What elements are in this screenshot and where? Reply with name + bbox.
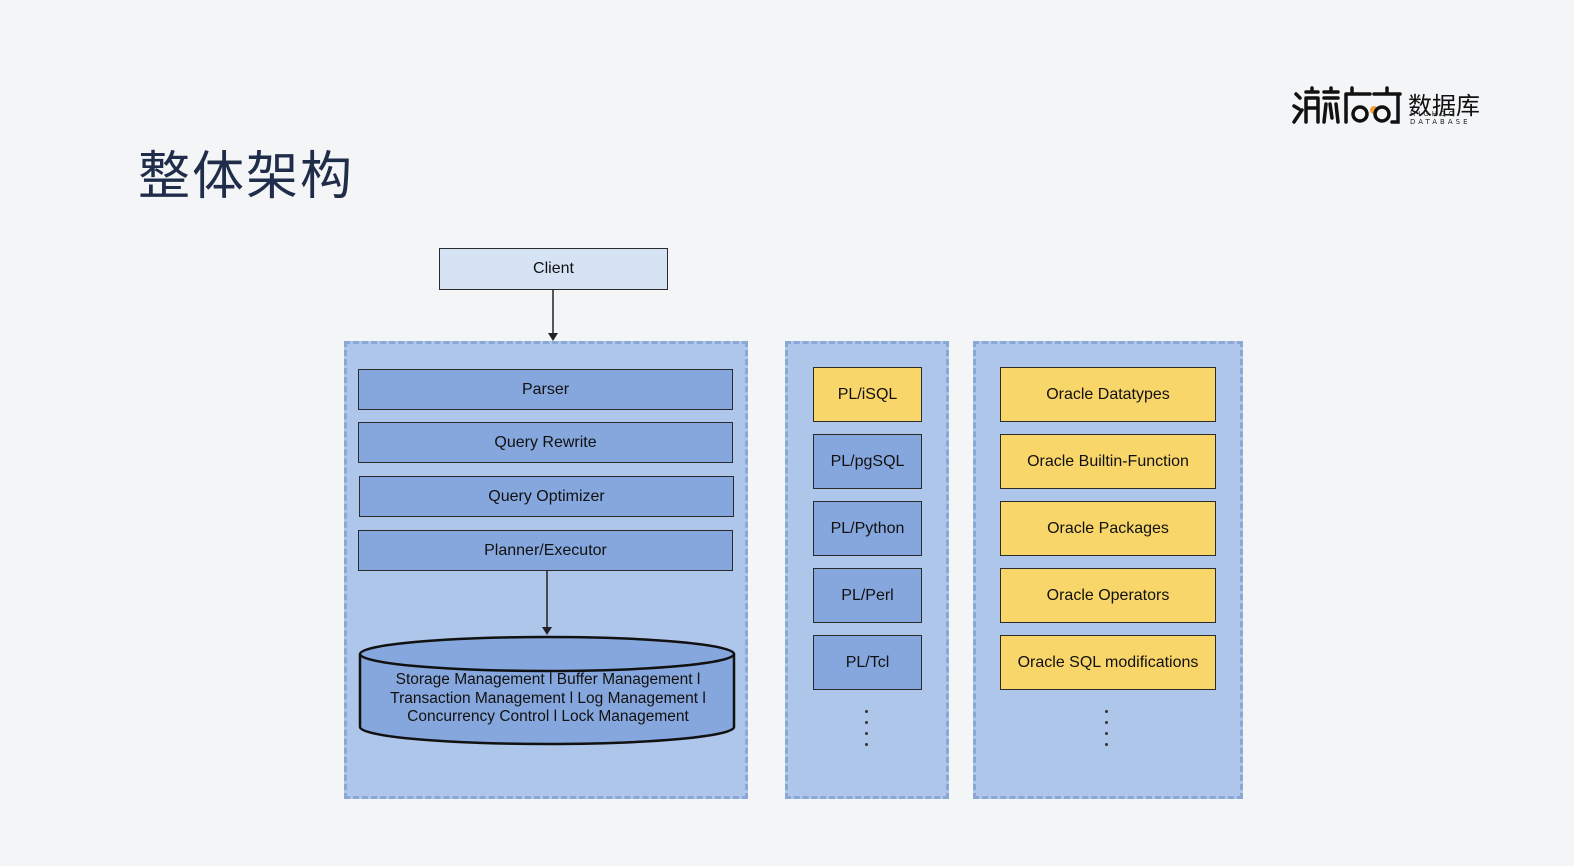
lang-pl-perl: PL/Perl xyxy=(813,568,922,623)
storage-line-1: Storage Management l Buffer Management l xyxy=(395,671,701,688)
lang-pl-python: PL/Python xyxy=(813,501,922,556)
logo-en-line2: DATABASE xyxy=(1410,118,1471,126)
planner-executor-box: Planner/Executor xyxy=(358,530,733,571)
storage-line-3: Concurrency Control l Lock Management xyxy=(407,708,689,725)
logo-cn-text: 数据库 xyxy=(1408,92,1480,120)
logo-en-line1: HIGHGO xyxy=(1410,110,1457,118)
query-optimizer-box: Query Optimizer xyxy=(359,476,734,517)
lang-pl-tcl: PL/Tcl xyxy=(813,635,922,690)
highgo-logo xyxy=(1292,86,1402,124)
languages-ellipsis xyxy=(864,710,868,746)
oracle-builtin-function-box: Oracle Builtin-Function xyxy=(1000,434,1216,489)
oracle-sql-modifications-box: Oracle SQL modifications xyxy=(1000,635,1216,690)
oracle-datatypes-box: Oracle Datatypes xyxy=(1000,367,1216,422)
parser-box: Parser xyxy=(358,369,733,410)
lang-pl-isql: PL/iSQL xyxy=(813,367,922,422)
query-rewrite-box: Query Rewrite xyxy=(358,422,733,463)
oracle-ellipsis xyxy=(1104,710,1108,746)
lang-pl-pgsql: PL/pgSQL xyxy=(813,434,922,489)
page-title: 整体架构 xyxy=(138,147,355,207)
client-box: Client xyxy=(439,248,668,290)
storage-text: Storage Management l Buffer Management l… xyxy=(360,671,736,727)
oracle-operators-box: Oracle Operators xyxy=(1000,568,1216,623)
oracle-packages-box: Oracle Packages xyxy=(1000,501,1216,556)
client-arrowhead xyxy=(548,333,558,341)
storage-line-2: Transaction Management l Log Management … xyxy=(390,689,706,707)
